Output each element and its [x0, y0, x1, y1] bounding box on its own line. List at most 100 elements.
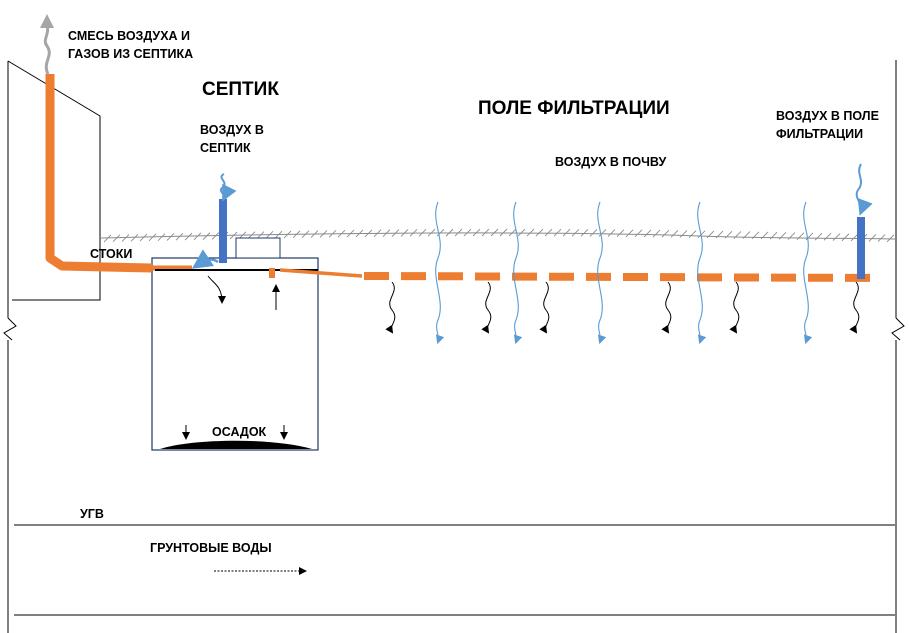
- ground-hatch-mark: [787, 232, 796, 240]
- ground-hatch-mark: [112, 234, 121, 243]
- ground-hatch-mark: [832, 233, 841, 241]
- ground-hatch-mark: [256, 231, 265, 239]
- ground-hatch-mark: [760, 231, 769, 240]
- ground-hatch-mark: [571, 228, 580, 237]
- ground-hatch-mark: [517, 228, 526, 237]
- outlet-pipe: [279, 268, 363, 278]
- ground-hatch-mark: [688, 230, 697, 238]
- ground-hatch-mark: [625, 229, 634, 238]
- septic-tank: [151, 257, 319, 451]
- ground-hatch-mark: [310, 230, 319, 238]
- ground-hatch-mark: [139, 233, 148, 242]
- ground-hatch-mark: [508, 228, 517, 237]
- ground-hatch-mark: [472, 228, 481, 237]
- perforated-drain-pipe: [364, 272, 870, 282]
- air-into-tank-arrow: [191, 249, 219, 269]
- ground-hatch-mark: [274, 230, 283, 239]
- ground-hatch-mark: [346, 229, 355, 238]
- air-into-septic-label-line1: ВОЗДУХ В: [200, 123, 264, 137]
- ground-surface: [99, 228, 896, 243]
- percolation-arrow: [729, 281, 740, 334]
- ground-hatch-mark: [391, 229, 400, 237]
- ground-hatch-mark: [292, 230, 301, 239]
- sediment-layer: [160, 440, 312, 449]
- ground-hatch-mark: [463, 228, 472, 237]
- ground-hatch-mark: [742, 231, 751, 239]
- ground-hatch-mark: [121, 234, 130, 242]
- ground-hatch-mark: [661, 229, 670, 238]
- ground-hatch-mark: [454, 228, 463, 237]
- ground-hatch-mark: [400, 229, 409, 237]
- ground-hatch-mark: [769, 231, 778, 240]
- gas-outflow-arrowhead: [40, 14, 54, 28]
- ground-hatch-mark: [616, 229, 625, 237]
- field-air-vent: [857, 217, 865, 279]
- ground-hatch-mark: [319, 230, 328, 238]
- ground-hatch-mark: [481, 228, 490, 237]
- ground-hatch-mark: [886, 234, 895, 243]
- ground-hatch-mark: [229, 231, 238, 240]
- air-to-soil-arrow: [513, 201, 523, 345]
- groundwater-label: ГРУНТОВЫЕ ВОДЫ: [150, 541, 272, 555]
- ground-hatch-mark: [877, 234, 886, 242]
- air-into-field-label-line2: ФИЛЬТРАЦИИ: [776, 127, 863, 141]
- ground-hatch-mark: [841, 233, 850, 242]
- air-to-soil-arrow: [803, 201, 813, 345]
- ground-hatch-mark: [301, 230, 310, 239]
- ground-hatch-mark: [553, 228, 562, 237]
- ground-hatch-mark: [499, 228, 508, 237]
- ground-hatch-mark: [364, 229, 373, 238]
- ground-hatch-mark: [166, 233, 175, 241]
- septic-title: СЕПТИК: [202, 79, 279, 100]
- percolation-arrows: [385, 281, 860, 334]
- ground-hatch-mark: [706, 230, 715, 239]
- ground-hatch-mark: [724, 230, 733, 239]
- groundwater-level-label: УГВ: [80, 507, 104, 521]
- ground-hatch-mark: [382, 229, 391, 237]
- ground-hatch-mark: [850, 233, 859, 242]
- ground-hatch-mark: [436, 228, 445, 237]
- septic-air-vent: [219, 199, 227, 263]
- tank-flow-down-arrow: [207, 275, 226, 304]
- ground-hatch-mark: [103, 234, 112, 243]
- air-into-field-label-line1: ВОЗДУХ В ПОЛЕ: [776, 109, 879, 123]
- ground-hatch-mark: [733, 231, 742, 239]
- ground-hatch-mark: [373, 229, 382, 238]
- gas-mix-label-line2: ГАЗОВ ИЗ СЕПТИКА: [68, 47, 193, 61]
- ground-hatch-mark: [697, 230, 706, 239]
- percolation-arrow: [661, 281, 672, 334]
- ground-hatch-mark: [823, 233, 832, 241]
- ground-hatch-mark: [544, 228, 553, 237]
- right-boundary: [891, 60, 905, 633]
- filtration-field-title: ПОЛЕ ФИЛЬТРАЦИИ: [478, 98, 670, 119]
- air-into-soil-label: ВОЗДУХ В ПОЧВУ: [555, 155, 666, 169]
- ground-hatch-mark: [130, 233, 139, 242]
- air-to-soil-arrow: [697, 201, 707, 345]
- percolation-arrow: [849, 281, 860, 334]
- sediment-label: ОСАДОК: [212, 425, 267, 439]
- sewage-label: СТОКИ: [90, 247, 132, 261]
- ground-hatch-mark: [868, 234, 877, 242]
- ground-hatch-mark: [634, 229, 643, 238]
- ground-hatch-mark: [670, 230, 679, 238]
- ground-hatch-mark: [580, 229, 589, 237]
- vent-pipe: [45, 74, 153, 273]
- air-into-septic-label-line2: СЕПТИК: [200, 141, 251, 155]
- septic-tank-hatch: [235, 237, 281, 259]
- gas-mix-label-line1: СМЕСЬ ВОЗДУХА И: [68, 29, 190, 43]
- percolation-arrow: [539, 281, 550, 334]
- ground-hatch-mark: [652, 229, 661, 238]
- ground-hatch-mark: [490, 228, 499, 237]
- ground-hatch-mark: [643, 229, 652, 238]
- ground-hatch-mark: [148, 233, 157, 242]
- air-to-soil-arrow: [435, 201, 445, 345]
- ground-hatch-mark: [445, 228, 454, 237]
- ground-hatch-mark: [589, 229, 598, 237]
- percolation-arrow: [481, 281, 492, 334]
- ground-hatch-mark: [427, 228, 436, 237]
- ground-hatch-mark: [202, 232, 211, 240]
- ground-hatch-mark: [409, 229, 418, 237]
- air-into-septic-arrow: [219, 173, 237, 202]
- ground-hatch-mark: [607, 229, 616, 237]
